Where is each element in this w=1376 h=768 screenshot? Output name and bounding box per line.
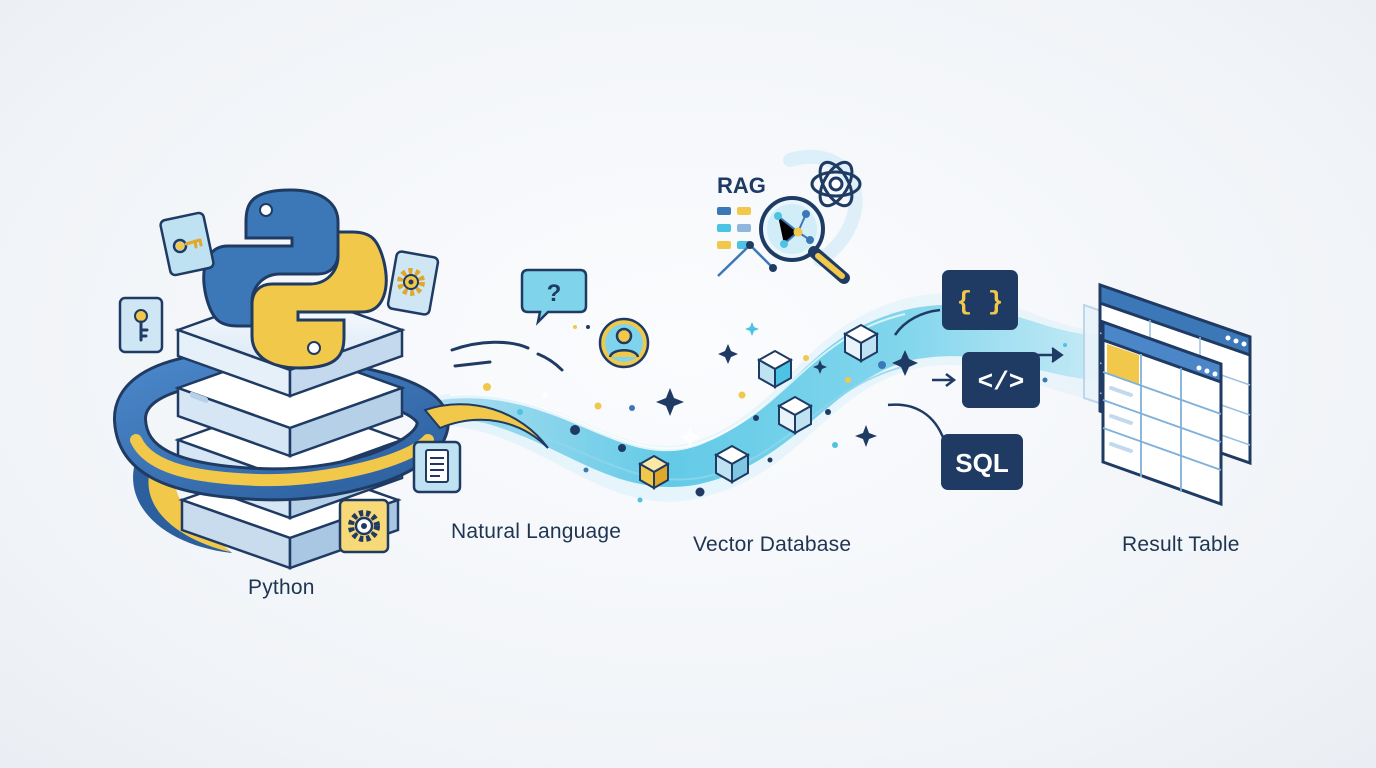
cube-icon — [842, 323, 880, 363]
key-icon — [118, 296, 164, 354]
html-badge-text: </> — [978, 367, 1025, 397]
rag-cluster: RAG — [717, 149, 863, 284]
gear-icon — [386, 250, 440, 316]
sql-badge: SQL — [941, 434, 1023, 490]
cube-icon — [713, 444, 751, 484]
html-badge: </> — [962, 352, 1040, 408]
rag-label: RAG — [717, 173, 766, 198]
magnifier-icon — [759, 196, 850, 284]
data-stream-wave — [440, 293, 1100, 502]
json-badge: { } — [942, 270, 1018, 330]
cube-icon — [637, 454, 671, 490]
vector-database-label: Vector Database — [693, 533, 852, 556]
flow-dashes — [450, 340, 564, 372]
stream-particles — [483, 325, 1067, 503]
result-table-icon — [1083, 282, 1252, 507]
cube-icon — [756, 349, 794, 389]
user-avatar-icon — [598, 317, 650, 369]
result-table-label: Result Table — [1122, 533, 1240, 556]
json-badge-text: { } — [957, 287, 1004, 317]
sql-badge-text: SQL — [955, 448, 1009, 478]
sparkle-icons — [656, 322, 918, 447]
question-bubble-icon: ? — [520, 268, 588, 326]
python-logo-icon — [202, 188, 388, 370]
cube-icon — [776, 395, 814, 435]
gear-icon — [338, 498, 390, 554]
key-icon — [159, 211, 215, 277]
question-mark-text: ? — [547, 280, 562, 307]
vector-cubes — [637, 323, 880, 490]
natural-language-label: Natural Language — [451, 520, 622, 543]
python-server-stack — [113, 188, 549, 570]
python-label: Python — [248, 576, 315, 599]
code-outputs: { } </> SQL — [887, 270, 1064, 490]
document-icon — [412, 440, 462, 494]
ai-model-icon — [810, 160, 862, 208]
